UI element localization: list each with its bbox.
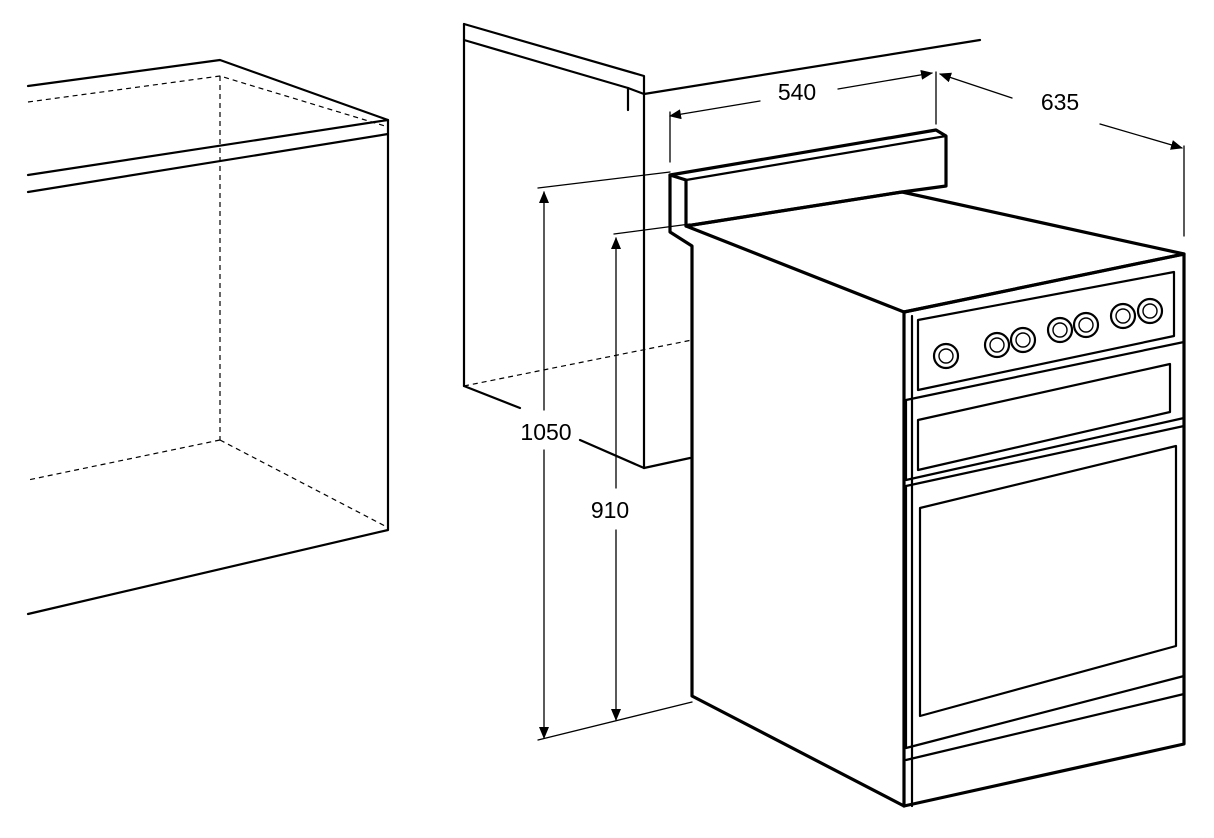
left-cabinet xyxy=(26,58,390,616)
control-panel xyxy=(916,270,1176,392)
hob-height-label: 910 xyxy=(591,497,629,523)
depth-label: 635 xyxy=(1041,89,1079,115)
knob-icon[interactable] xyxy=(1072,311,1100,339)
dimension-arrows xyxy=(539,69,1183,739)
oven-window xyxy=(918,444,1178,718)
cooker-hob-top xyxy=(684,190,1186,314)
grill-door xyxy=(904,340,1186,482)
cooker-backguard xyxy=(668,128,948,228)
oven-door xyxy=(904,424,1186,750)
cooker-side-panel xyxy=(668,173,906,808)
knob-icon[interactable] xyxy=(1136,297,1164,325)
knob-icon[interactable] xyxy=(983,331,1011,359)
knob-icon[interactable] xyxy=(932,342,960,370)
reference-lines xyxy=(537,71,1185,741)
cooker xyxy=(668,128,1186,808)
knob-icon[interactable] xyxy=(1046,316,1074,344)
knob-icon[interactable] xyxy=(1009,326,1037,354)
width-label: 540 xyxy=(778,79,816,105)
side-wall-panel xyxy=(462,22,982,470)
knob-icon[interactable] xyxy=(1109,302,1137,330)
total-height-label: 1050 xyxy=(520,419,571,445)
